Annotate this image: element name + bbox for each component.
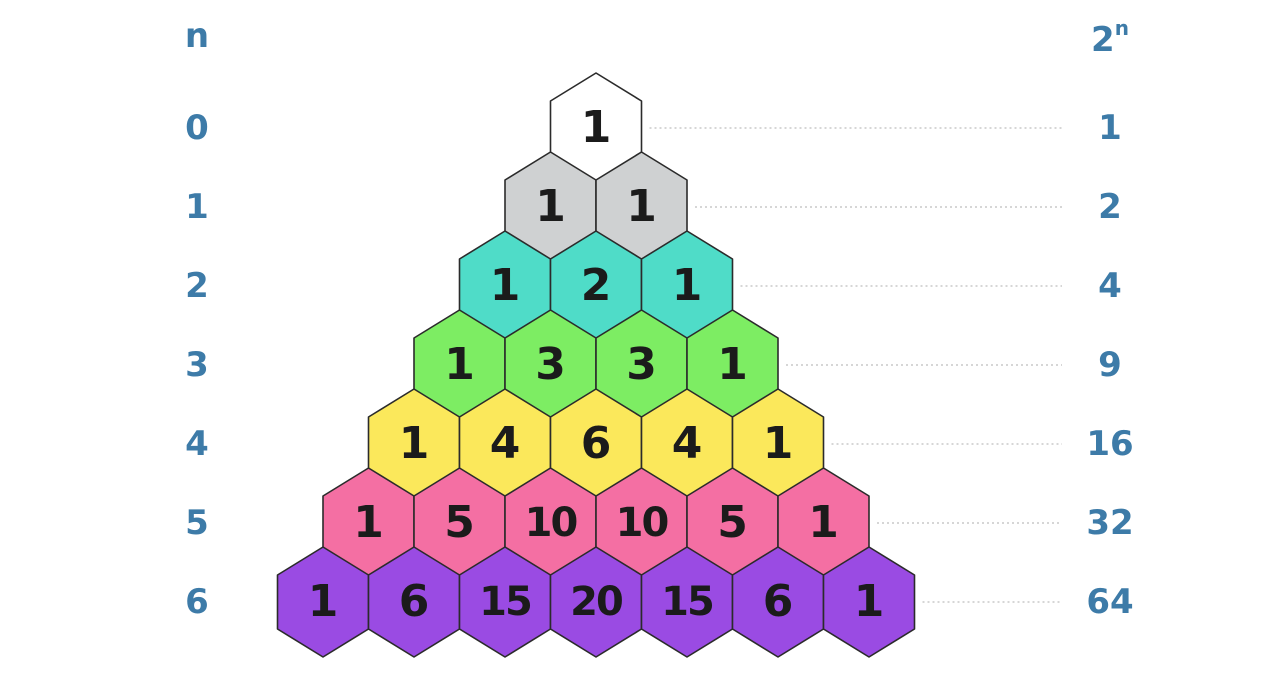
hex-cell: 1 xyxy=(595,151,688,263)
hex-value: 15 xyxy=(479,579,531,625)
n-column-header: n xyxy=(184,16,210,56)
n-label-row-3: 3 xyxy=(185,345,209,385)
hex-value: 1 xyxy=(763,418,794,469)
hex-cell: 15 xyxy=(458,546,552,658)
hex-value: 6 xyxy=(399,576,430,627)
hex-cell: 15 xyxy=(640,546,734,658)
hex-value: 1 xyxy=(308,576,339,627)
hex-cell: 10 xyxy=(504,467,597,579)
hex-value: 6 xyxy=(763,576,794,627)
hex-value: 3 xyxy=(626,339,657,390)
hex-value: 1 xyxy=(490,260,521,311)
hex-cell: 1 xyxy=(504,151,597,263)
power-header-exponent: n xyxy=(1114,15,1129,40)
hex-value: 20 xyxy=(570,579,622,625)
hex-value: 1 xyxy=(626,181,657,232)
hex-value: 1 xyxy=(808,497,839,548)
power-label-row-0: 1 xyxy=(1098,108,1122,148)
hex-value: 1 xyxy=(581,102,612,153)
hex-value: 5 xyxy=(444,497,475,548)
hex-value: 1 xyxy=(444,339,475,390)
n-label-row-4: 4 xyxy=(185,424,209,464)
hex-value: 1 xyxy=(854,576,885,627)
power-header-base: 2 xyxy=(1091,20,1115,61)
hex-value: 1 xyxy=(717,339,748,390)
hex-cell: 1 xyxy=(686,309,779,421)
hex-value: 3 xyxy=(535,339,566,390)
hex-value: 1 xyxy=(672,260,703,311)
n-label-row-6: 6 xyxy=(185,582,209,622)
n-label-row-5: 5 xyxy=(185,503,209,543)
hex-cell: 1 xyxy=(367,388,461,500)
power-label-row-1: 2 xyxy=(1098,187,1122,227)
hex-cell: 20 xyxy=(549,546,643,658)
hex-value: 10 xyxy=(525,500,577,546)
power-label-row-5: 32 xyxy=(1086,503,1134,543)
hex-cell: 1 xyxy=(822,546,916,658)
hex-cell: 1 xyxy=(458,230,552,342)
power-label-row-4: 16 xyxy=(1086,424,1134,464)
hex-value: 15 xyxy=(661,579,713,625)
hex-cell: 6 xyxy=(549,388,643,500)
hex-value: 2 xyxy=(581,260,612,311)
hex-value: 1 xyxy=(535,181,566,232)
hex-value: 4 xyxy=(490,418,521,469)
hex-cell: 5 xyxy=(686,467,779,579)
power-label-row-2: 4 xyxy=(1098,266,1122,306)
hex-cell: 1 xyxy=(731,388,825,500)
hex-cell: 1 xyxy=(640,230,734,342)
hex-value: 1 xyxy=(399,418,430,469)
hexagon-shape xyxy=(822,546,916,658)
hex-value: 6 xyxy=(581,418,612,469)
power-label-row-3: 9 xyxy=(1098,345,1122,385)
power-label-row-6: 64 xyxy=(1086,582,1134,622)
hex-value: 4 xyxy=(672,418,703,469)
hex-value: 5 xyxy=(717,497,748,548)
hex-cell: 1 xyxy=(276,546,370,658)
power-column-header: 2n xyxy=(1091,12,1129,60)
n-label-row-0: 0 xyxy=(185,108,209,148)
hex-value: 10 xyxy=(616,500,668,546)
n-label-row-2: 2 xyxy=(185,266,209,306)
hex-cell: 1 xyxy=(777,467,870,579)
hex-cell: 3 xyxy=(504,309,597,421)
hex-value: 1 xyxy=(353,497,384,548)
n-label-row-1: 1 xyxy=(185,187,209,227)
hex-cell: 4 xyxy=(458,388,552,500)
